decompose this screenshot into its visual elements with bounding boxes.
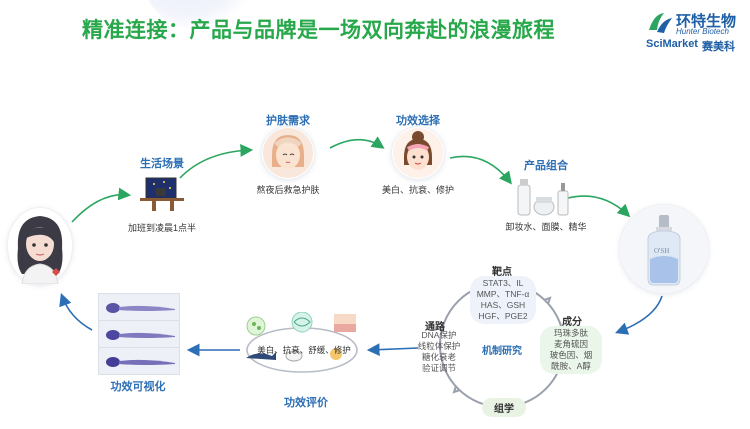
page-title: 精准连接：产品与品牌是一场双向奔赴的浪漫旅程: [82, 19, 555, 42]
product-circle: O'SH: [620, 205, 708, 293]
face-mask-woman-icon: [263, 128, 313, 178]
logo-subbrand-en: SciMarket: [646, 38, 698, 50]
skin-need-title: 护肤需求: [266, 115, 310, 127]
bun-hair-woman-icon: [393, 128, 443, 178]
skin-need-circle: [262, 127, 314, 179]
skin-need-caption: 熬夜后救急护肤: [256, 185, 320, 195]
arrow-need-to-choice: [329, 136, 385, 149]
life-scene-title: 生活场景: [140, 158, 184, 170]
product-label: O'SH: [654, 247, 670, 255]
life-scene-caption: 加班到凌晨1点半: [127, 223, 196, 233]
woman-portrait-icon: [17, 216, 63, 285]
logo-subbrand-cn: 赛美科: [702, 41, 735, 53]
arrow-product-to-mechanism: [615, 295, 663, 335]
efficacy-eval-title: 功效评价: [284, 397, 328, 409]
serum-bottle-icon: [621, 206, 707, 292]
ingredient-list: 玛珠多肽 麦角硫因 玻色因、烟 酰胺、A醇: [540, 326, 602, 374]
product-combo-caption: 卸妆水、面膜、精华: [505, 222, 587, 232]
larva-image-3: [98, 347, 180, 375]
arrow-combo-to-product: [567, 195, 631, 218]
logo-cn-name: 环特生物: [676, 13, 737, 30]
arrow-scene-to-need: [179, 144, 254, 179]
omics-title: 组学: [482, 398, 526, 417]
office-desk-icon: [140, 177, 184, 211]
test-models-icon: [246, 312, 356, 362]
larva-image-2: [98, 320, 180, 348]
efficacy-choice-title: 功效选择: [396, 115, 440, 127]
mechanism-center-label: 机制研究: [482, 346, 522, 357]
arrow-mechanism-to-eval: [366, 343, 419, 356]
efficacy-choice-caption: 美白、抗衰、修护: [381, 185, 454, 195]
logo-mark-icon: [649, 13, 672, 33]
product-combo-title: 产品组合: [524, 160, 568, 172]
arrow-portrait-to-scene: [71, 187, 132, 223]
arrow-choice-to-combo: [449, 155, 512, 185]
target-title: 靶点: [492, 267, 512, 278]
target-list: STAT3、IL MMP、TNF-α HAS、GSH HGF、PGE2: [470, 276, 536, 324]
larva-image-1: [98, 293, 180, 321]
efficacy-choice-circle: [392, 127, 444, 179]
arrow-visual-to-portrait: [59, 292, 93, 331]
ingredient-title: 成分: [562, 317, 582, 328]
brand-logo: 环特生物 Hunter Biotech SciMarket 赛美科: [646, 10, 746, 53]
cosmetics-set-icon: [517, 179, 569, 216]
portrait-circle: [8, 208, 72, 285]
logo-en-name: Hunter Biotech: [676, 27, 729, 36]
pathway-title: 通路: [425, 322, 445, 333]
visual-title: 功效可视化: [110, 381, 166, 393]
efficacy-eval-caption: 美白、抗衰、舒缓、修护: [257, 345, 351, 355]
pathway-list: DNA保护 线粒体保护 糖化衰老 验证调节: [417, 330, 461, 373]
